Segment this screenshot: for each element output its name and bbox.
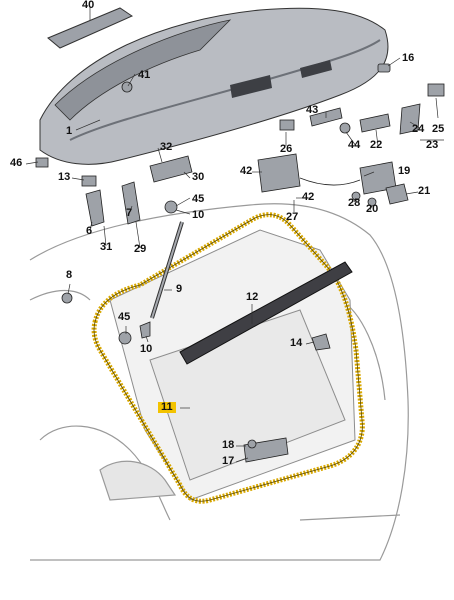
callout-22: 22 <box>370 139 383 151</box>
callout-12: 12 <box>246 291 259 303</box>
callout-23: 23 <box>426 139 439 151</box>
callout-41: 41 <box>138 69 151 81</box>
callout-14: 14 <box>290 337 303 349</box>
gas-strut <box>150 221 184 319</box>
callout-25: 25 <box>432 123 445 135</box>
callout-10b: 10 <box>140 343 153 355</box>
callout-19: 19 <box>398 165 411 177</box>
callout-45b: 45 <box>118 311 131 323</box>
callout-24: 24 <box>412 123 425 135</box>
callout-27: 27 <box>286 211 299 223</box>
leader-lines <box>25 6 444 463</box>
callout-30: 30 <box>192 171 205 183</box>
tailgate-panel <box>39 7 389 165</box>
spoiler <box>47 7 134 49</box>
callout-1: 1 <box>66 125 73 137</box>
callout-16: 16 <box>402 52 415 64</box>
callout-18: 18 <box>222 439 235 451</box>
callout-17: 17 <box>222 455 235 467</box>
callout-9: 9 <box>176 283 183 295</box>
car-body-outline <box>29 203 409 561</box>
callout-28: 28 <box>348 197 361 209</box>
small-parts <box>35 63 445 463</box>
callout-11: 11 <box>158 402 176 413</box>
callout-45a: 45 <box>192 193 205 205</box>
callout-20: 20 <box>366 203 379 215</box>
callout-21: 21 <box>418 185 431 197</box>
callout-42b: 42 <box>302 191 315 203</box>
callout-26: 26 <box>280 143 293 155</box>
tailgate-seal-edge <box>93 214 363 502</box>
callout-40: 40 <box>82 0 95 11</box>
callout-32: 32 <box>160 141 173 153</box>
callout-42a: 42 <box>240 165 253 177</box>
callout-10a: 10 <box>192 209 205 221</box>
callout-8: 8 <box>66 269 73 281</box>
tailgate-handle-strip <box>179 261 353 365</box>
callout-13: 13 <box>58 171 71 183</box>
callout-44: 44 <box>348 139 361 151</box>
callout-6: 6 <box>86 225 93 237</box>
callout-29: 29 <box>134 243 147 255</box>
callout-43: 43 <box>306 104 319 116</box>
callout-31: 31 <box>100 241 113 253</box>
callout-46: 46 <box>10 157 23 169</box>
callout-7: 7 <box>126 207 133 219</box>
